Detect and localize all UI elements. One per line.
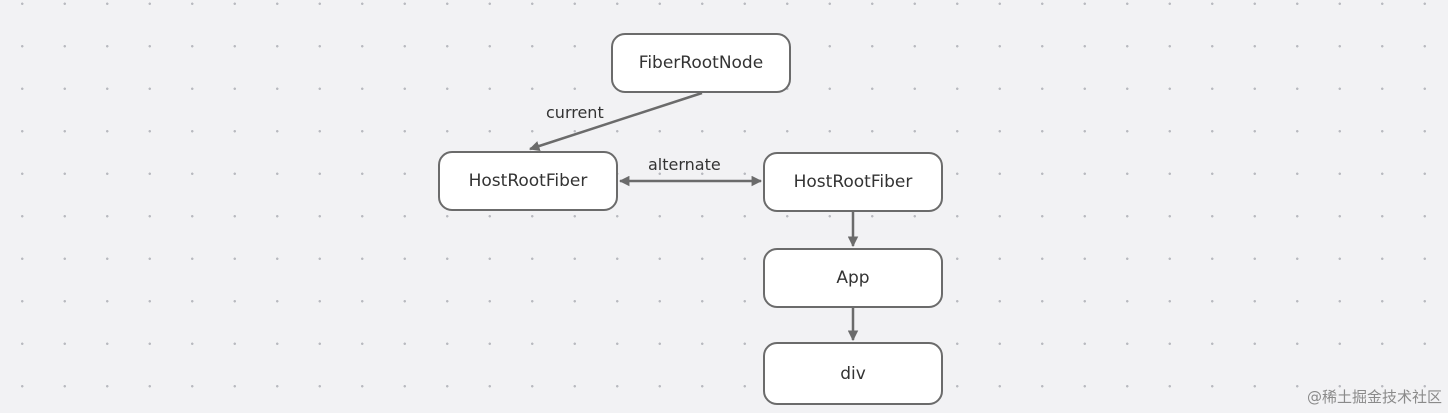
host-root-fiber-alternate-node: HostRootFiber	[763, 152, 943, 212]
current-edge-arrow	[529, 91, 703, 152]
div-node-label: div	[840, 363, 866, 384]
div-node: div	[763, 342, 943, 405]
host-root-fiber-alternate-label: HostRootFiber	[793, 172, 913, 192]
fiber-root-node: FiberRootNode	[611, 33, 791, 93]
watermark: @稀土掘金技术社区	[1306, 388, 1442, 406]
app-node: App	[763, 248, 943, 308]
fiber-root-node-label: FiberRootNode	[638, 53, 764, 73]
current-edge-label: current	[546, 103, 604, 122]
app-node-label: App	[836, 268, 870, 288]
alternate-edge-label: alternate	[648, 155, 721, 174]
host-root-fiber-current-label: HostRootFiber	[468, 171, 588, 191]
host-root-fiber-current-node: HostRootFiber	[438, 151, 618, 211]
